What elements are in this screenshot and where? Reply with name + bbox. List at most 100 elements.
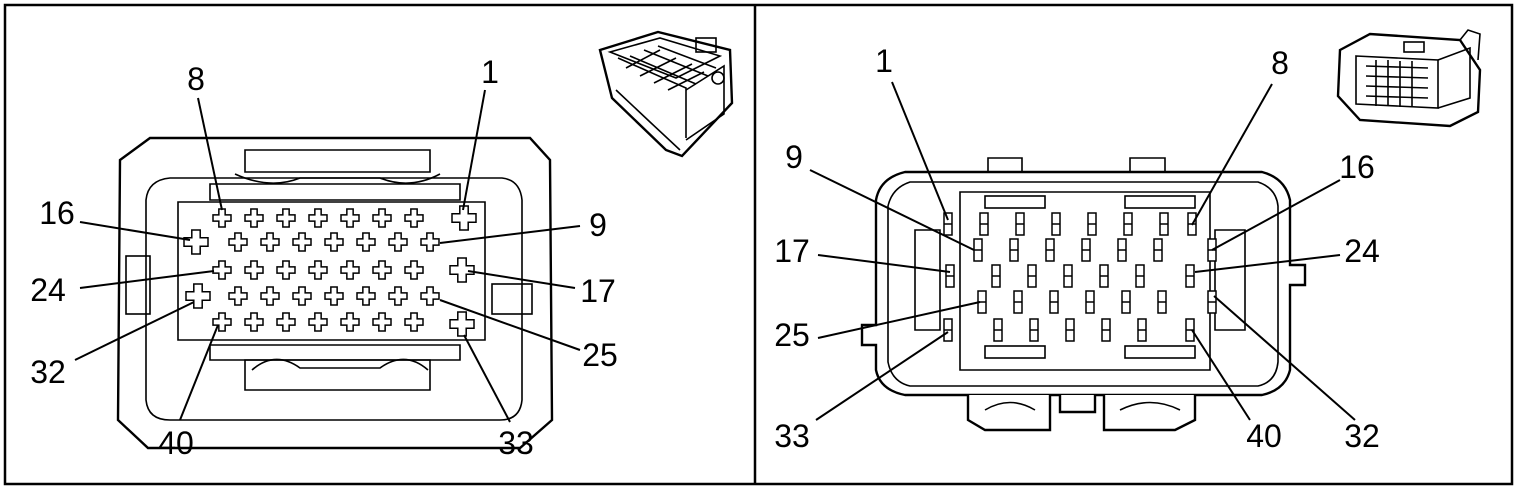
pin-cavity	[404, 312, 424, 332]
r-pin-label-1: 1	[875, 43, 893, 79]
pin-cavity	[212, 312, 232, 332]
top-bump-left	[987, 157, 1023, 172]
pin-cavity	[183, 229, 209, 255]
pin-cavity	[388, 286, 408, 306]
pin-cavity	[276, 312, 296, 332]
pin-cavity	[228, 232, 248, 252]
r-pin-label-8: 8	[1271, 45, 1289, 81]
pin-label-8: 8	[187, 61, 205, 97]
r-leader-16	[1211, 179, 1341, 251]
r-pin-label-9: 9	[785, 139, 803, 175]
r-leader-32	[1213, 295, 1356, 421]
pin-label-24: 24	[30, 272, 66, 308]
leader-17	[467, 270, 576, 289]
pin-cavity	[244, 208, 264, 228]
pin-cavity	[340, 312, 360, 332]
pin-cavity	[340, 260, 360, 280]
r-pin-label-33: 33	[774, 418, 810, 454]
r-pin-label-17: 17	[774, 233, 810, 269]
r-pin-label-25: 25	[774, 317, 810, 353]
pin-cavity	[228, 286, 248, 306]
left-connector-face: 8 1 16 9 24 17 32 25 40 33	[30, 54, 618, 461]
bottom-lock-slot	[209, 344, 461, 361]
pin-cavity	[388, 232, 408, 252]
pin-label-33: 33	[498, 425, 534, 461]
r-leader-8	[1191, 83, 1273, 226]
pin-cavity	[276, 208, 296, 228]
pin-label-40: 40	[158, 425, 194, 461]
leader-16	[79, 221, 191, 241]
pin-cavity	[404, 208, 424, 228]
pin-cavity	[260, 286, 280, 306]
pin-label-32: 32	[30, 354, 66, 390]
pin-cavity	[324, 232, 344, 252]
pin-cavity	[449, 257, 475, 283]
r-leader-24	[1194, 254, 1341, 273]
top-lock-slot	[209, 183, 461, 201]
leader-24	[79, 270, 215, 289]
right-cavity-plate	[959, 191, 1211, 371]
r-leader-25	[817, 301, 981, 339]
pin-label-16: 16	[39, 195, 75, 231]
top-latch	[244, 149, 431, 173]
leader-8	[197, 97, 223, 211]
bottom-latch-right	[1102, 395, 1197, 432]
pin-cavity	[372, 260, 392, 280]
pin-cavity	[260, 232, 280, 252]
pin-cavity	[212, 260, 232, 280]
top-latch-ramp	[234, 173, 441, 184]
pin-label-1: 1	[481, 54, 499, 90]
pin-cavity	[404, 260, 424, 280]
pin-cavity	[340, 208, 360, 228]
r-leader-9	[809, 169, 975, 251]
pin-cavity	[372, 312, 392, 332]
pin-cavity	[324, 286, 344, 306]
left-cavity-plate	[177, 201, 486, 341]
pin-cavity	[372, 208, 392, 228]
right-housing-inner	[887, 181, 1279, 387]
pin-cavity	[244, 312, 264, 332]
pin-label-17: 17	[580, 273, 616, 309]
leader-40	[179, 324, 219, 421]
pin-cavity	[308, 260, 328, 280]
pin-cavity	[212, 208, 232, 228]
leader-33	[463, 334, 511, 423]
r-pin-label-16: 16	[1339, 149, 1375, 185]
pin-cavity	[356, 232, 376, 252]
pin-cavity	[276, 260, 296, 280]
leader-32	[74, 301, 195, 361]
pin-cavity	[308, 208, 328, 228]
pin-cavity	[420, 286, 440, 306]
r-pin-label-24: 24	[1344, 233, 1380, 269]
leader-1	[462, 89, 486, 211]
pin-cavity	[420, 232, 440, 252]
pin-cavity	[292, 286, 312, 306]
pin-label-9: 9	[589, 207, 607, 243]
left-housing-inner	[145, 177, 523, 421]
right-connector-thumbnail	[1336, 29, 1482, 128]
bottom-latch-left	[966, 395, 1052, 432]
r-leader-40	[1191, 329, 1251, 421]
left-pin-grid	[183, 205, 477, 337]
pin-cavity	[185, 283, 211, 309]
bottom-latch-ramp	[251, 358, 429, 371]
leader-25	[439, 299, 581, 351]
pin-cavity	[451, 205, 477, 231]
pin-cavity	[449, 311, 475, 337]
r-leader-33	[815, 331, 949, 421]
pin-cavity	[244, 260, 264, 280]
right-connector-rear: 1 8 9 16 17 24 25 32 33 40	[774, 43, 1380, 454]
bottom-latch-center	[1058, 395, 1097, 414]
right-housing-outline	[860, 170, 1307, 397]
left-connector-thumbnail	[598, 30, 734, 158]
r-leader-17	[817, 254, 951, 273]
top-bump-right	[1129, 157, 1166, 172]
r-leader-1	[891, 81, 949, 221]
pin-cavity	[356, 286, 376, 306]
outer-frame	[3, 3, 1514, 486]
right-side-rib	[491, 283, 533, 315]
left-side-rib	[125, 255, 151, 315]
r-pin-label-32: 32	[1344, 418, 1380, 454]
pin-label-25: 25	[582, 337, 618, 373]
